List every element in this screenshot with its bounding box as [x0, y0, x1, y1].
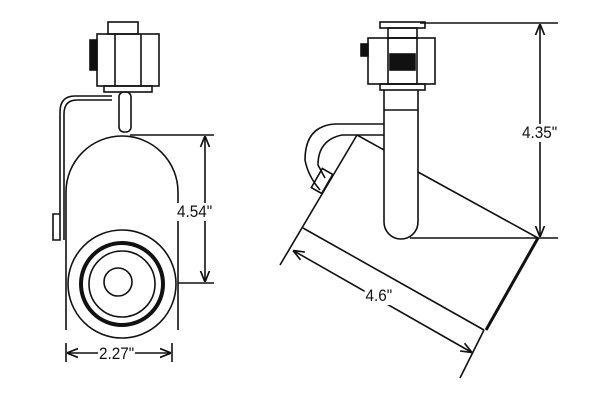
side-track-adapter [360, 21, 436, 91]
side-height-label: 4.35" [521, 123, 559, 142]
front-width-label: 2.27" [98, 344, 136, 363]
side-length-label: 4.6" [364, 286, 394, 305]
side-view [279, 21, 558, 379]
front-view [52, 21, 214, 362]
front-cylinder-body [65, 135, 179, 330]
front-bracket [52, 91, 132, 241]
front-height-label: 4.54" [176, 202, 214, 221]
front-track-adapter [89, 21, 160, 93]
front-lens [67, 229, 177, 339]
side-stem [383, 90, 419, 240]
side-arm [304, 123, 384, 191]
side-lamp-body [279, 134, 540, 379]
